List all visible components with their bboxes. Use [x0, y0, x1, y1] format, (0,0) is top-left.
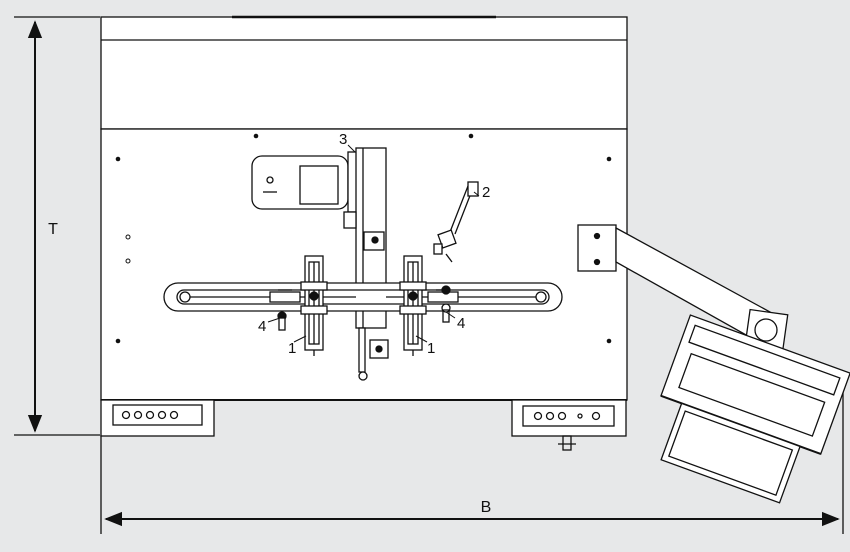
dimension-height: T — [14, 16, 100, 436]
callout-1-right: 1 — [427, 340, 435, 357]
dimension-width: B — [100, 378, 844, 534]
mounting-holes — [115, 133, 612, 344]
callout-1-left: 1 — [288, 340, 296, 357]
control-panel — [660, 314, 850, 504]
sensor-arm — [433, 181, 479, 263]
height-label: T — [48, 221, 58, 238]
callout-4-left: 4 — [258, 318, 266, 335]
width-label: B — [481, 499, 492, 516]
callout-4-right: 4 — [457, 315, 465, 332]
adjust-knob-right — [427, 285, 459, 323]
guide-rail — [163, 282, 563, 312]
callout-2: 2 — [482, 184, 490, 201]
leader-lines — [267, 144, 480, 343]
clamp-unit-left — [300, 255, 328, 356]
connector-panel-left — [100, 399, 215, 437]
clamp-unit-right — [399, 255, 427, 356]
connector-panel-right — [511, 399, 627, 451]
callout-3: 3 — [339, 131, 347, 148]
